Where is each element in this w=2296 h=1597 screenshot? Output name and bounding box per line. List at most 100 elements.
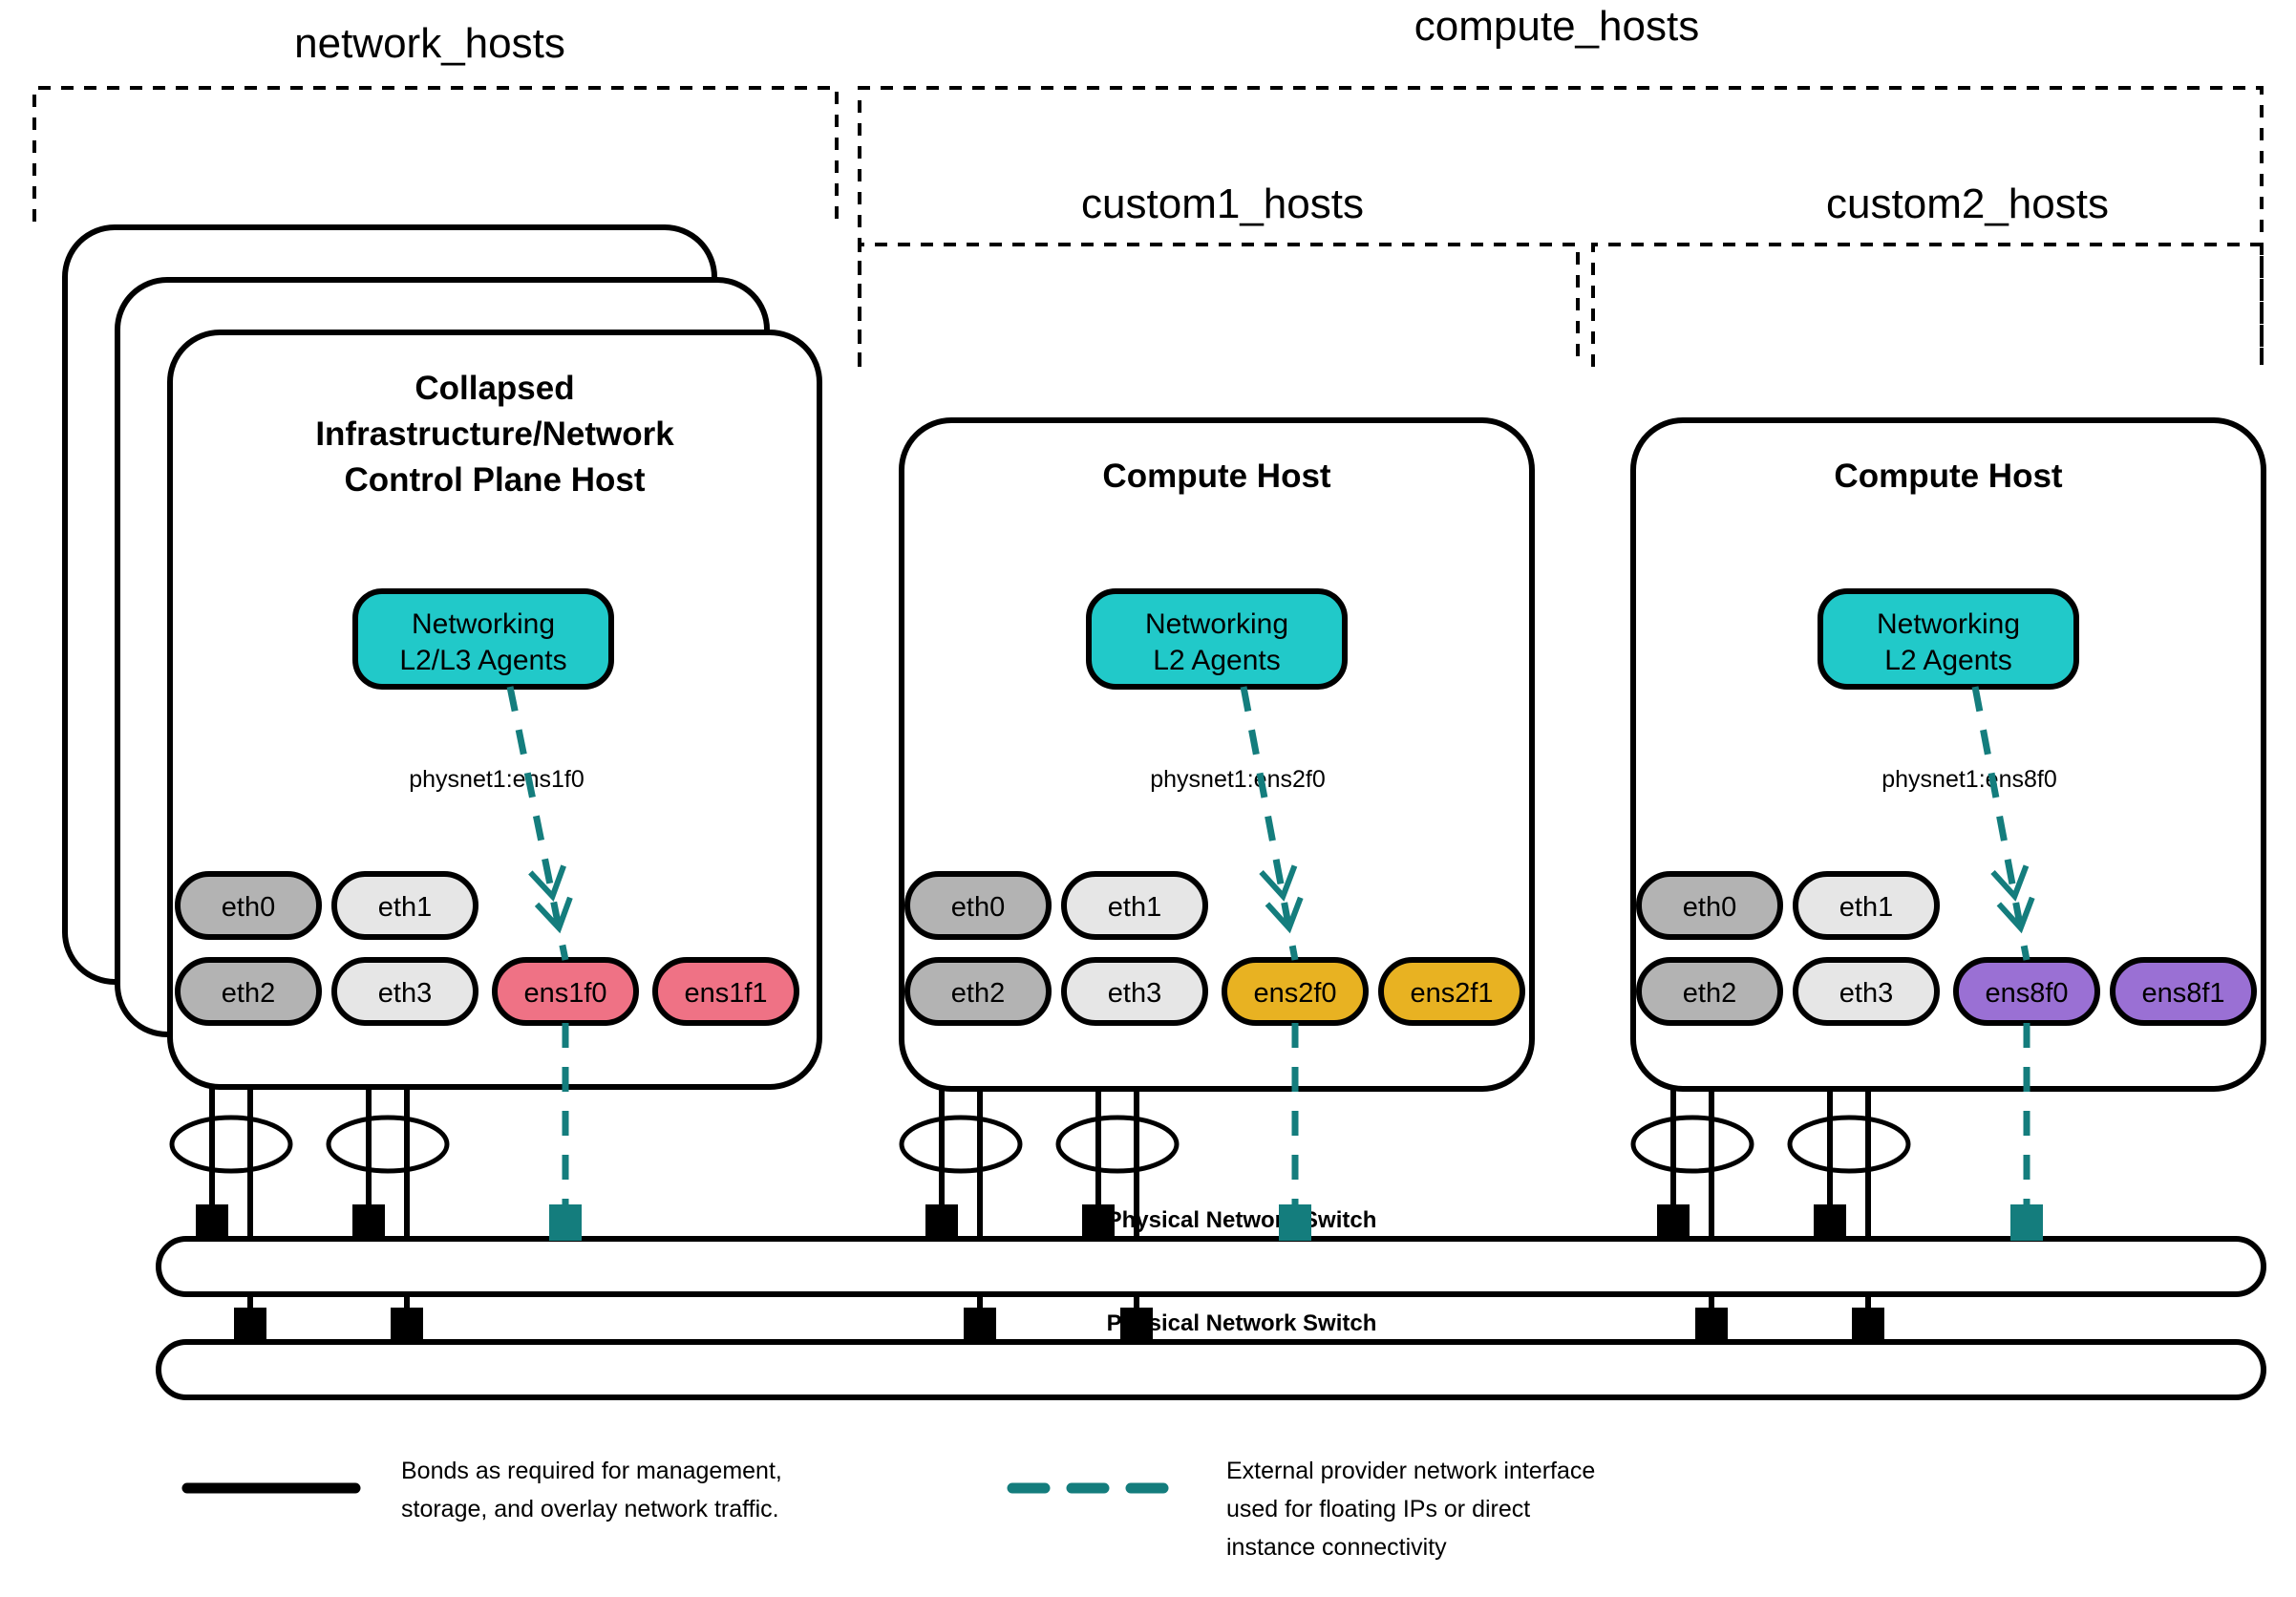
nic-pill-eth0[interactable] xyxy=(904,871,1052,940)
group-boundary xyxy=(858,243,1580,367)
provider-link-compute-host-2 xyxy=(1971,686,2043,1241)
host-group-boundaries: network_hosts compute_hosts custom1_hosts c… xyxy=(32,3,2264,367)
nic-pill-ens2f1[interactable] xyxy=(1378,957,1525,1026)
provider-link-collapsed-control-plane xyxy=(506,686,582,1241)
nic-label-ens8f1: ens8f1 xyxy=(2141,978,2224,1009)
host-group-network_hosts: network_hosts xyxy=(32,20,839,222)
nic-pill-eth2[interactable] xyxy=(175,957,322,1026)
physnet-mapping-label: physnet1:ens1f0 xyxy=(409,766,584,793)
group-boundary xyxy=(32,86,839,222)
nic-pill-eth1[interactable] xyxy=(1793,871,1940,940)
nic-pill-ens8f1[interactable] xyxy=(2110,957,2257,1026)
group-label-compute_hosts: compute_hosts xyxy=(1414,3,1699,50)
nic-label-eth0: eth0 xyxy=(1683,892,1736,923)
switch-connector xyxy=(1695,1308,1728,1344)
host-group-custom2_hosts: custom2_hosts xyxy=(1591,181,2264,367)
bond-indicator xyxy=(1055,1115,1180,1174)
switch-label-switch-2: Physical Network Switch xyxy=(1107,1310,1377,1336)
switch-connector xyxy=(1082,1204,1115,1241)
nic-pill-eth3[interactable] xyxy=(1793,957,1940,1026)
switch-bar xyxy=(156,1236,2266,1297)
legend-text-line: External provider network interface xyxy=(1226,1458,1595,1484)
group-boundary xyxy=(858,86,2264,365)
nic-label-ens1f0: ens1f0 xyxy=(523,978,606,1009)
switch-connector xyxy=(1657,1204,1690,1241)
networking-agent-box[interactable] xyxy=(352,588,614,690)
legend-text-line: used for floating IPs or direct xyxy=(1226,1496,1530,1522)
provider-dashed-segment xyxy=(1971,686,2030,961)
switch-connector xyxy=(964,1308,996,1344)
bond-indicator xyxy=(899,1115,1023,1174)
nic-label-eth1: eth1 xyxy=(1108,892,1161,923)
agent-label-line: L2 Agents xyxy=(1884,645,2011,676)
switch-connector xyxy=(1814,1204,1846,1241)
legend-text-line: storage, and overlay network traffic. xyxy=(401,1496,779,1522)
host-card-front xyxy=(1630,417,2266,1092)
provider-switch-connector xyxy=(2010,1204,2043,1241)
agent-label-line: L2 Agents xyxy=(1153,645,1280,676)
provider-arrowhead xyxy=(1990,864,2030,902)
host-title-line: Compute Host xyxy=(1834,458,2063,495)
legend-text-line: Bonds as required for management, xyxy=(401,1458,782,1484)
host-title-line: Infrastructure/Network xyxy=(315,415,674,453)
physnet-mapping-label: physnet1:ens2f0 xyxy=(1150,766,1325,793)
nic-pill-ens1f1[interactable] xyxy=(652,957,799,1026)
bond-indicator xyxy=(326,1115,450,1174)
group-label-custom2_hosts: custom2_hosts xyxy=(1826,181,2109,227)
switch-connector xyxy=(196,1204,228,1241)
nic-pill-eth2[interactable] xyxy=(1636,957,1783,1026)
provider-arrowhead xyxy=(1259,864,1298,902)
agent-label-line: Networking xyxy=(1145,608,1288,640)
switch-connector xyxy=(1852,1308,1884,1344)
bond-indicator xyxy=(169,1115,293,1174)
switch-connector xyxy=(234,1308,266,1344)
host-title-line: Collapsed xyxy=(415,370,574,407)
nic-label-eth3: eth3 xyxy=(378,978,432,1009)
agent-label-line: L2/L3 Agents xyxy=(399,645,566,676)
networking-agent-box[interactable] xyxy=(1818,588,2079,690)
group-boundary xyxy=(1591,243,2264,367)
networking-agent-box[interactable] xyxy=(1086,588,1348,690)
legend-text-line: instance connectivity xyxy=(1226,1534,1447,1561)
legend-entry-legend-provider: External provider network interface used … xyxy=(1007,1458,1595,1561)
legend-entry-legend-bond: Bonds as required for management, storage… xyxy=(181,1458,782,1522)
nic-label-eth3: eth3 xyxy=(1839,978,1893,1009)
host-card-front xyxy=(899,417,1535,1092)
nic-pill-eth0[interactable] xyxy=(1636,871,1783,940)
bond-indicator xyxy=(1787,1115,1911,1174)
nic-label-eth2: eth2 xyxy=(222,978,275,1009)
nic-pill-eth3[interactable] xyxy=(1061,957,1208,1026)
nic-label-ens8f0: ens8f0 xyxy=(1985,978,2068,1009)
group-label-custom1_hosts: custom1_hosts xyxy=(1081,181,1364,227)
nic-pill-eth2[interactable] xyxy=(904,957,1052,1026)
group-label-network_hosts: network_hosts xyxy=(294,20,565,67)
host-title-line: Control Plane Host xyxy=(344,461,645,499)
nic-pill-eth1[interactable] xyxy=(331,871,478,940)
provider-switch-connector xyxy=(1279,1204,1311,1241)
host-group-custom1_hosts: custom1_hosts xyxy=(858,181,1580,367)
switch-bar xyxy=(156,1339,2266,1400)
provider-switch-connector xyxy=(549,1204,582,1241)
host-title-line: Compute Host xyxy=(1102,458,1331,495)
provider-link-compute-host-1 xyxy=(1240,686,1311,1241)
nic-label-ens2f0: ens2f0 xyxy=(1253,978,1336,1009)
nic-label-ens2f1: ens2f1 xyxy=(1410,978,1493,1009)
provider-network-layer xyxy=(506,686,2043,1241)
physnet-mapping-label: physnet1:ens8f0 xyxy=(1881,766,2056,793)
nic-pill-eth0[interactable] xyxy=(175,871,322,940)
nic-pill-eth3[interactable] xyxy=(331,957,478,1026)
nic-pill-eth1[interactable] xyxy=(1061,871,1208,940)
nic-label-ens1f1: ens1f1 xyxy=(684,978,767,1009)
agent-label-line: Networking xyxy=(1877,608,2020,640)
nic-label-eth2: eth2 xyxy=(1683,978,1736,1009)
nic-label-eth3: eth3 xyxy=(1108,978,1161,1009)
agent-label-line: Networking xyxy=(412,608,555,640)
nic-label-eth1: eth1 xyxy=(378,892,432,923)
switch-connector xyxy=(352,1204,385,1241)
provider-arrowhead xyxy=(1996,896,2035,934)
